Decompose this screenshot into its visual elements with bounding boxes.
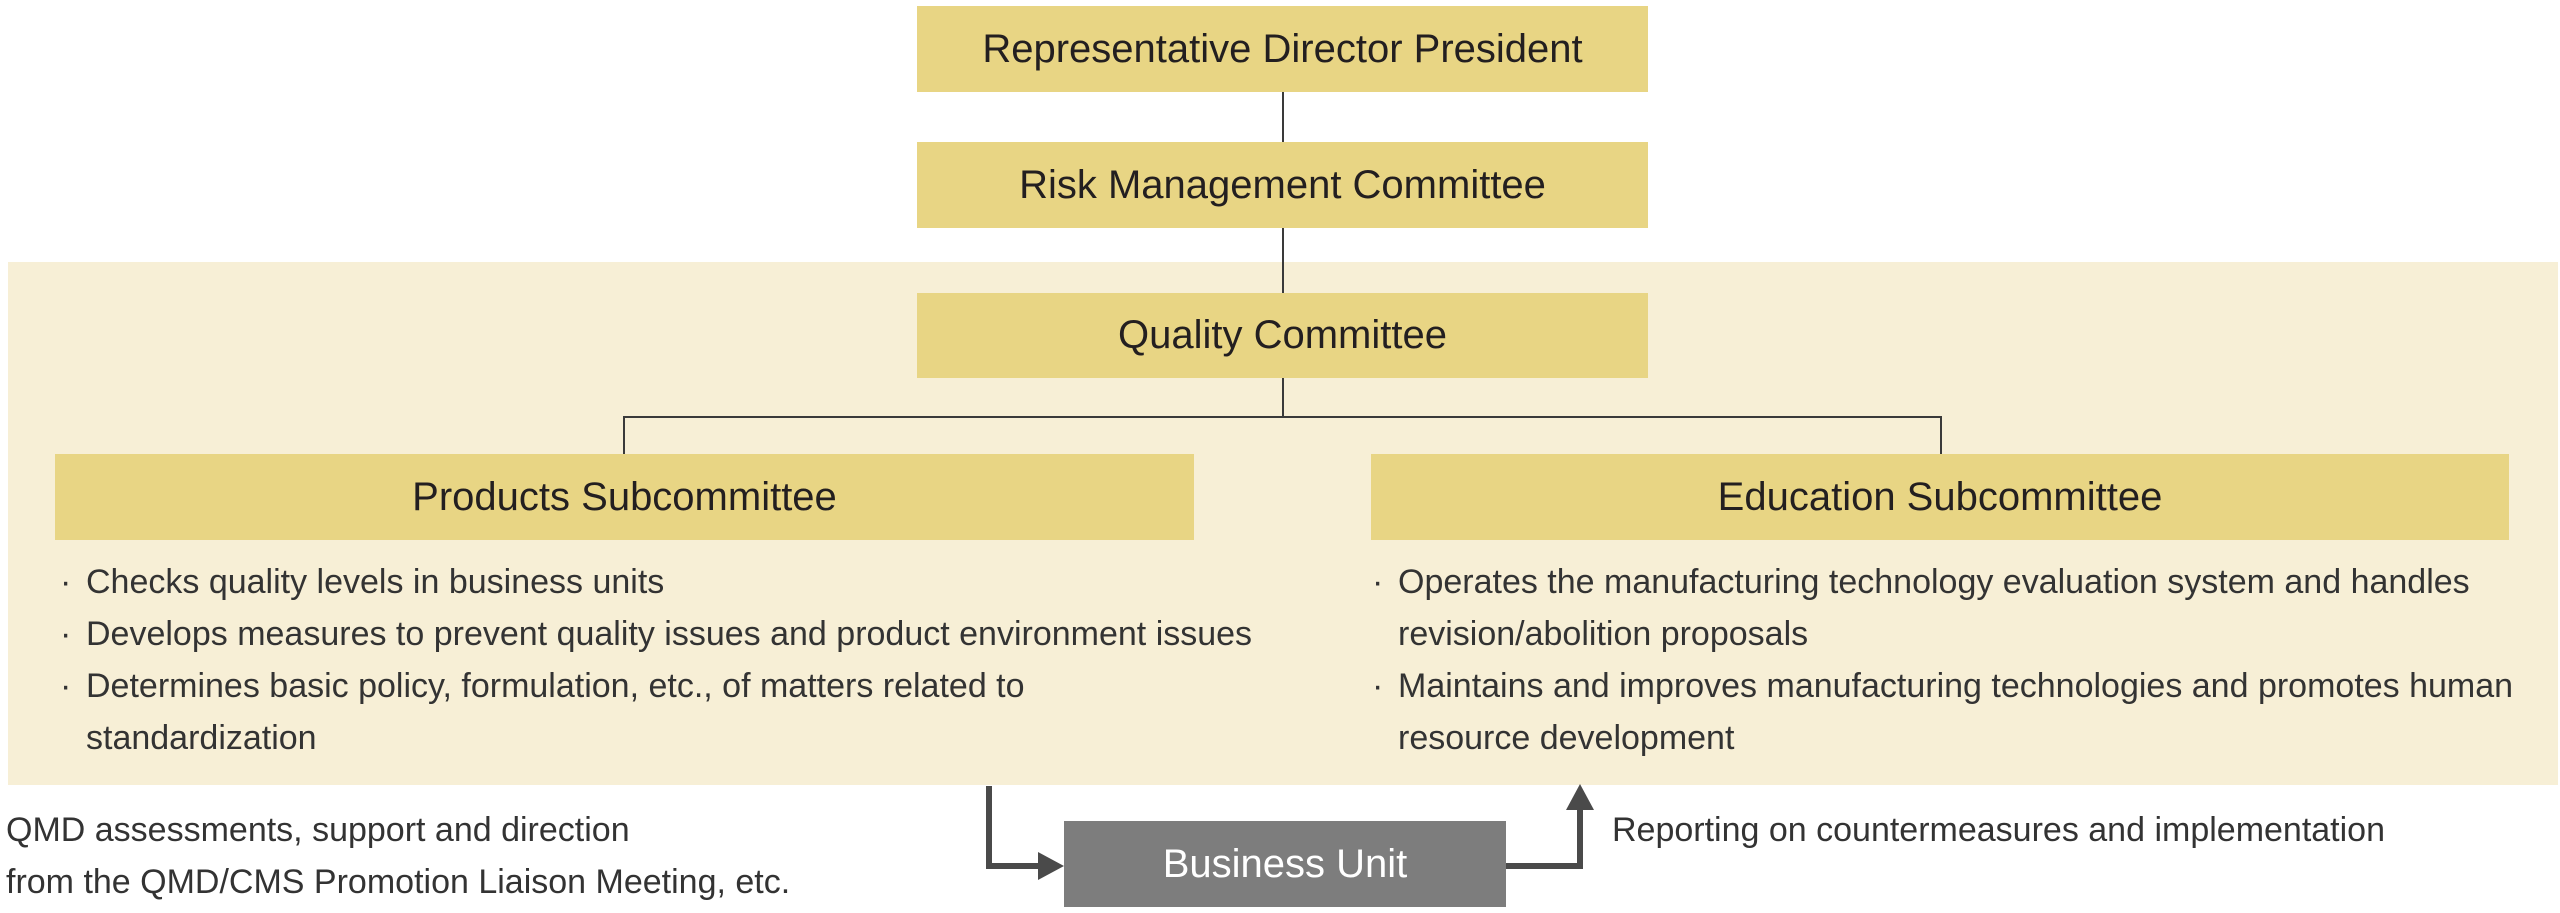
direction-note-line-2: from the QMD/CMS Promotion Liaison Meeti… [6, 863, 791, 901]
connector-to-education [1940, 416, 1942, 454]
connector-risk-quality [1282, 228, 1284, 293]
list-item: Operates the manufacturing technology ev… [1368, 556, 2518, 660]
list-item: Maintains and improves manufacturing tec… [1368, 660, 2518, 764]
connector-president-risk [1282, 92, 1284, 142]
direction-note-line-1: QMD assessments, support and direction [6, 811, 630, 849]
direction-arrow-line [986, 786, 1040, 869]
reporting-arrow-line [1506, 808, 1583, 869]
connector-to-products [623, 416, 625, 454]
representative-director-president-box: Representative Director President [917, 6, 1648, 92]
list-item: Checks quality levels in business units [56, 556, 1256, 608]
connector-horizontal [623, 416, 1942, 418]
list-item: Determines basic policy, formulation, et… [56, 660, 1256, 764]
direction-arrowhead [1038, 852, 1064, 880]
education-subcommittee-box: Education Subcommittee [1371, 454, 2509, 540]
education-duties-list: Operates the manufacturing technology ev… [1368, 556, 2518, 764]
products-subcommittee-box: Products Subcommittee [55, 454, 1194, 540]
risk-management-committee-box: Risk Management Committee [917, 142, 1648, 228]
business-unit-box: Business Unit [1064, 821, 1506, 907]
products-duties-list: Checks quality levels in business units … [56, 556, 1256, 764]
connector-quality-down [1282, 378, 1284, 416]
list-item: Develops measures to prevent quality iss… [56, 608, 1256, 660]
reporting-arrowhead [1566, 784, 1594, 810]
quality-committee-box: Quality Committee [917, 293, 1648, 378]
reporting-note: Reporting on countermeasures and impleme… [1612, 811, 2386, 849]
